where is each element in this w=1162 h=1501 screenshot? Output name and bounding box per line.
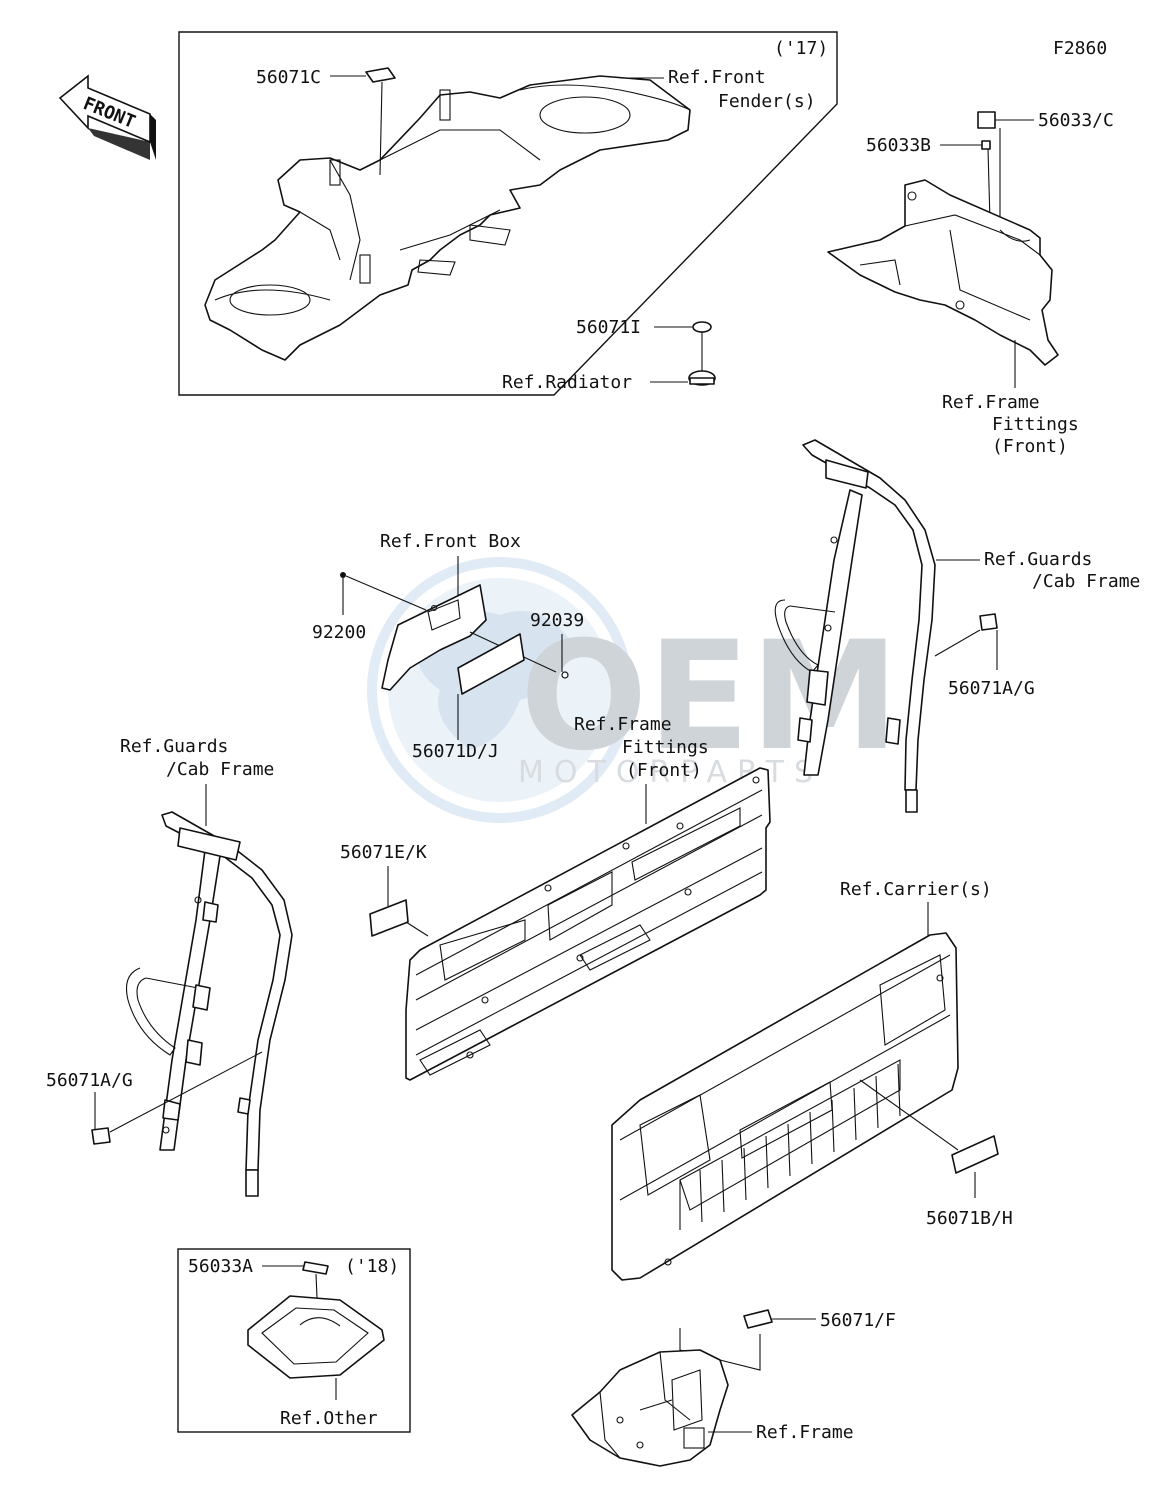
year-18-box — [177, 1248, 411, 1433]
cab-frame-left-part — [125, 811, 293, 1197]
label-ref-guards-l-2: /Cab Frame — [166, 759, 274, 780]
radiator-cap-part — [688, 370, 716, 386]
leader-56071AG-l-diag — [109, 1051, 263, 1133]
label-56033A: 56033A — [188, 1256, 253, 1277]
label-ref-frame-fittings-tr-3: (Front) — [992, 436, 1068, 457]
decal-56033C — [977, 111, 996, 129]
label-56071AG-r: 56071A/G — [948, 678, 1035, 699]
decal-56071I — [692, 321, 712, 333]
label-ref-front-box: Ref.Front Box — [380, 531, 521, 552]
frame-fittings-front-top-part — [827, 179, 1059, 366]
clip-92039-icon — [561, 671, 569, 679]
decal-56033B — [981, 140, 991, 150]
decal-56071BH — [951, 1135, 999, 1174]
decal-56071AG-r — [979, 613, 998, 631]
year-17-box — [178, 31, 838, 396]
label-ref-frame-fittings-tr-2: Fittings — [992, 414, 1079, 435]
label-56071C: 56071C — [256, 67, 321, 88]
frame-rear-part — [571, 1349, 729, 1467]
decal-56033A — [302, 1261, 329, 1275]
front-arrow-icon: FRONT — [58, 74, 156, 160]
leader-56071C-down — [379, 81, 383, 176]
label-ref-frame-fittings-tr-1: Ref.Frame — [942, 392, 1040, 413]
label-ref-frame: Ref.Frame — [756, 1422, 854, 1443]
decal-56071DJ — [457, 633, 525, 695]
label-ref-radiator: Ref.Radiator — [502, 372, 632, 393]
label-56071AG-l: 56071A/G — [46, 1070, 133, 1091]
label-ref-carrier: Ref.Carrier(s) — [840, 879, 992, 900]
decal-56071F — [743, 1309, 773, 1329]
label-ref-frame-fittings-c-1: Ref.Frame — [574, 714, 672, 735]
label-ref-frame-fittings-c-2: Fittings — [622, 737, 709, 758]
front-fender-part — [204, 75, 691, 361]
year-18-tag: ('18) — [345, 1256, 399, 1277]
carrier-part — [611, 932, 959, 1281]
label-ref-other: Ref.Other — [280, 1408, 378, 1429]
label-56071F: 56071/F — [820, 1310, 896, 1331]
leader-56033B-down — [987, 148, 991, 223]
label-92039: 92039 — [530, 610, 584, 631]
screw-92200-icon — [340, 572, 346, 578]
label-ref-guards-r-2: /Cab Frame — [1032, 571, 1140, 592]
label-ref-guards-r-1: Ref.Guards — [984, 549, 1092, 570]
label-56071I: 56071I — [576, 317, 641, 338]
leader-56071EK-diag — [405, 921, 429, 937]
label-56033B: 56033B — [866, 135, 931, 156]
decal-56071AG-l — [91, 1127, 111, 1145]
leader-56071BH-diag — [859, 1079, 959, 1151]
label-56071EK: 56071E/K — [340, 842, 427, 863]
label-ref-front-fender-2: Fender(s) — [718, 91, 816, 112]
label-56033C: 56033/C — [1038, 110, 1114, 131]
leader-56071AG-r-diag — [934, 629, 981, 657]
label-56071DJ: 56071D/J — [412, 741, 499, 762]
cab-frame-right-part — [774, 439, 936, 813]
label-ref-frame-fittings-c-3: (Front) — [626, 760, 702, 781]
diagram-code: F2860 — [1053, 38, 1107, 59]
front-box-lid-part — [381, 584, 487, 691]
label-ref-front-fender-1: Ref.Front — [668, 67, 766, 88]
label-92200: 92200 — [312, 622, 366, 643]
leader-92200 — [345, 575, 427, 611]
label-ref-guards-l-1: Ref.Guards — [120, 736, 228, 757]
decal-56071EK — [369, 899, 409, 937]
decal-56071C — [365, 67, 396, 83]
label-56071BH: 56071B/H — [926, 1208, 1013, 1229]
cover-other-part — [247, 1295, 385, 1379]
year-17-tag: ('17) — [774, 38, 828, 59]
frame-fittings-center-panel-part — [405, 767, 771, 1081]
